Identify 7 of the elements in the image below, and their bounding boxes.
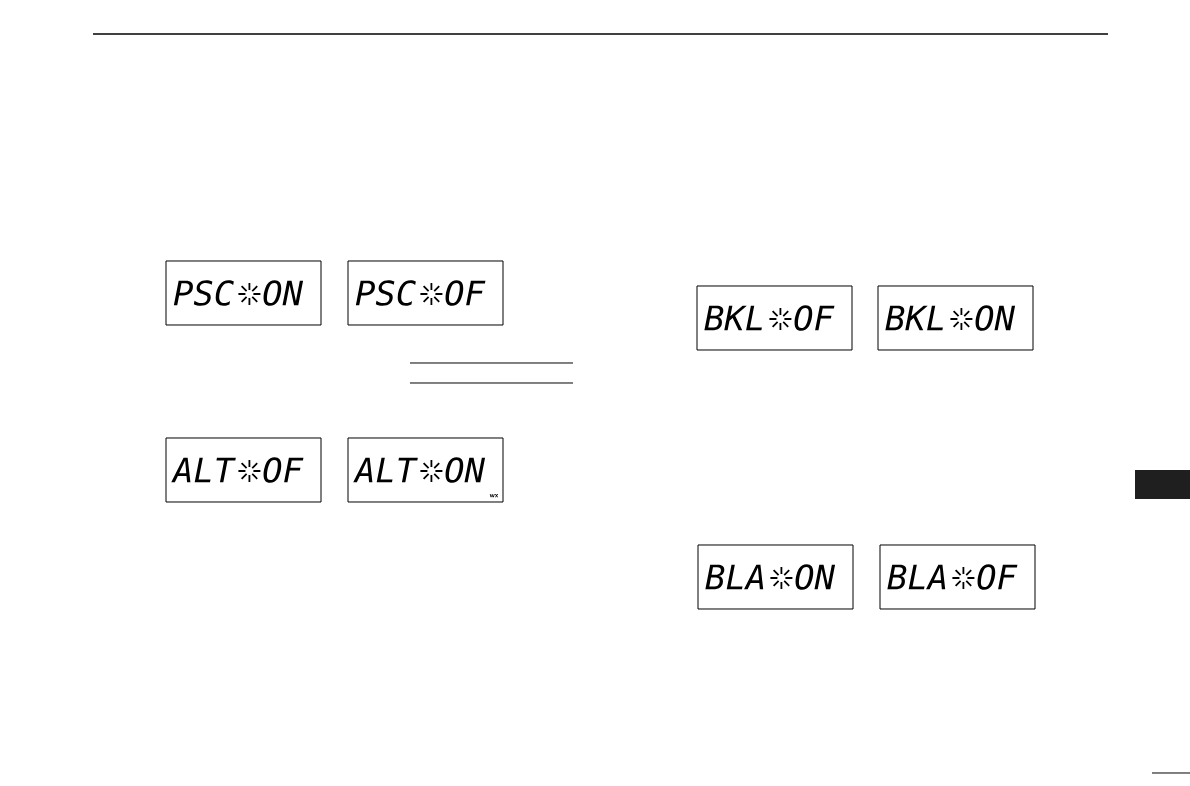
lcd-display: BKL ON: [877, 285, 1034, 351]
lcd-display: PSC ON: [165, 260, 322, 326]
lcd-display: BKL OF: [696, 285, 853, 351]
lcd-display: PSC OF: [347, 260, 504, 326]
lcd-display: ALT OF: [165, 437, 322, 503]
lcd-display: BLA ON: [697, 544, 854, 610]
lcd-display: BLA OF: [879, 544, 1036, 610]
